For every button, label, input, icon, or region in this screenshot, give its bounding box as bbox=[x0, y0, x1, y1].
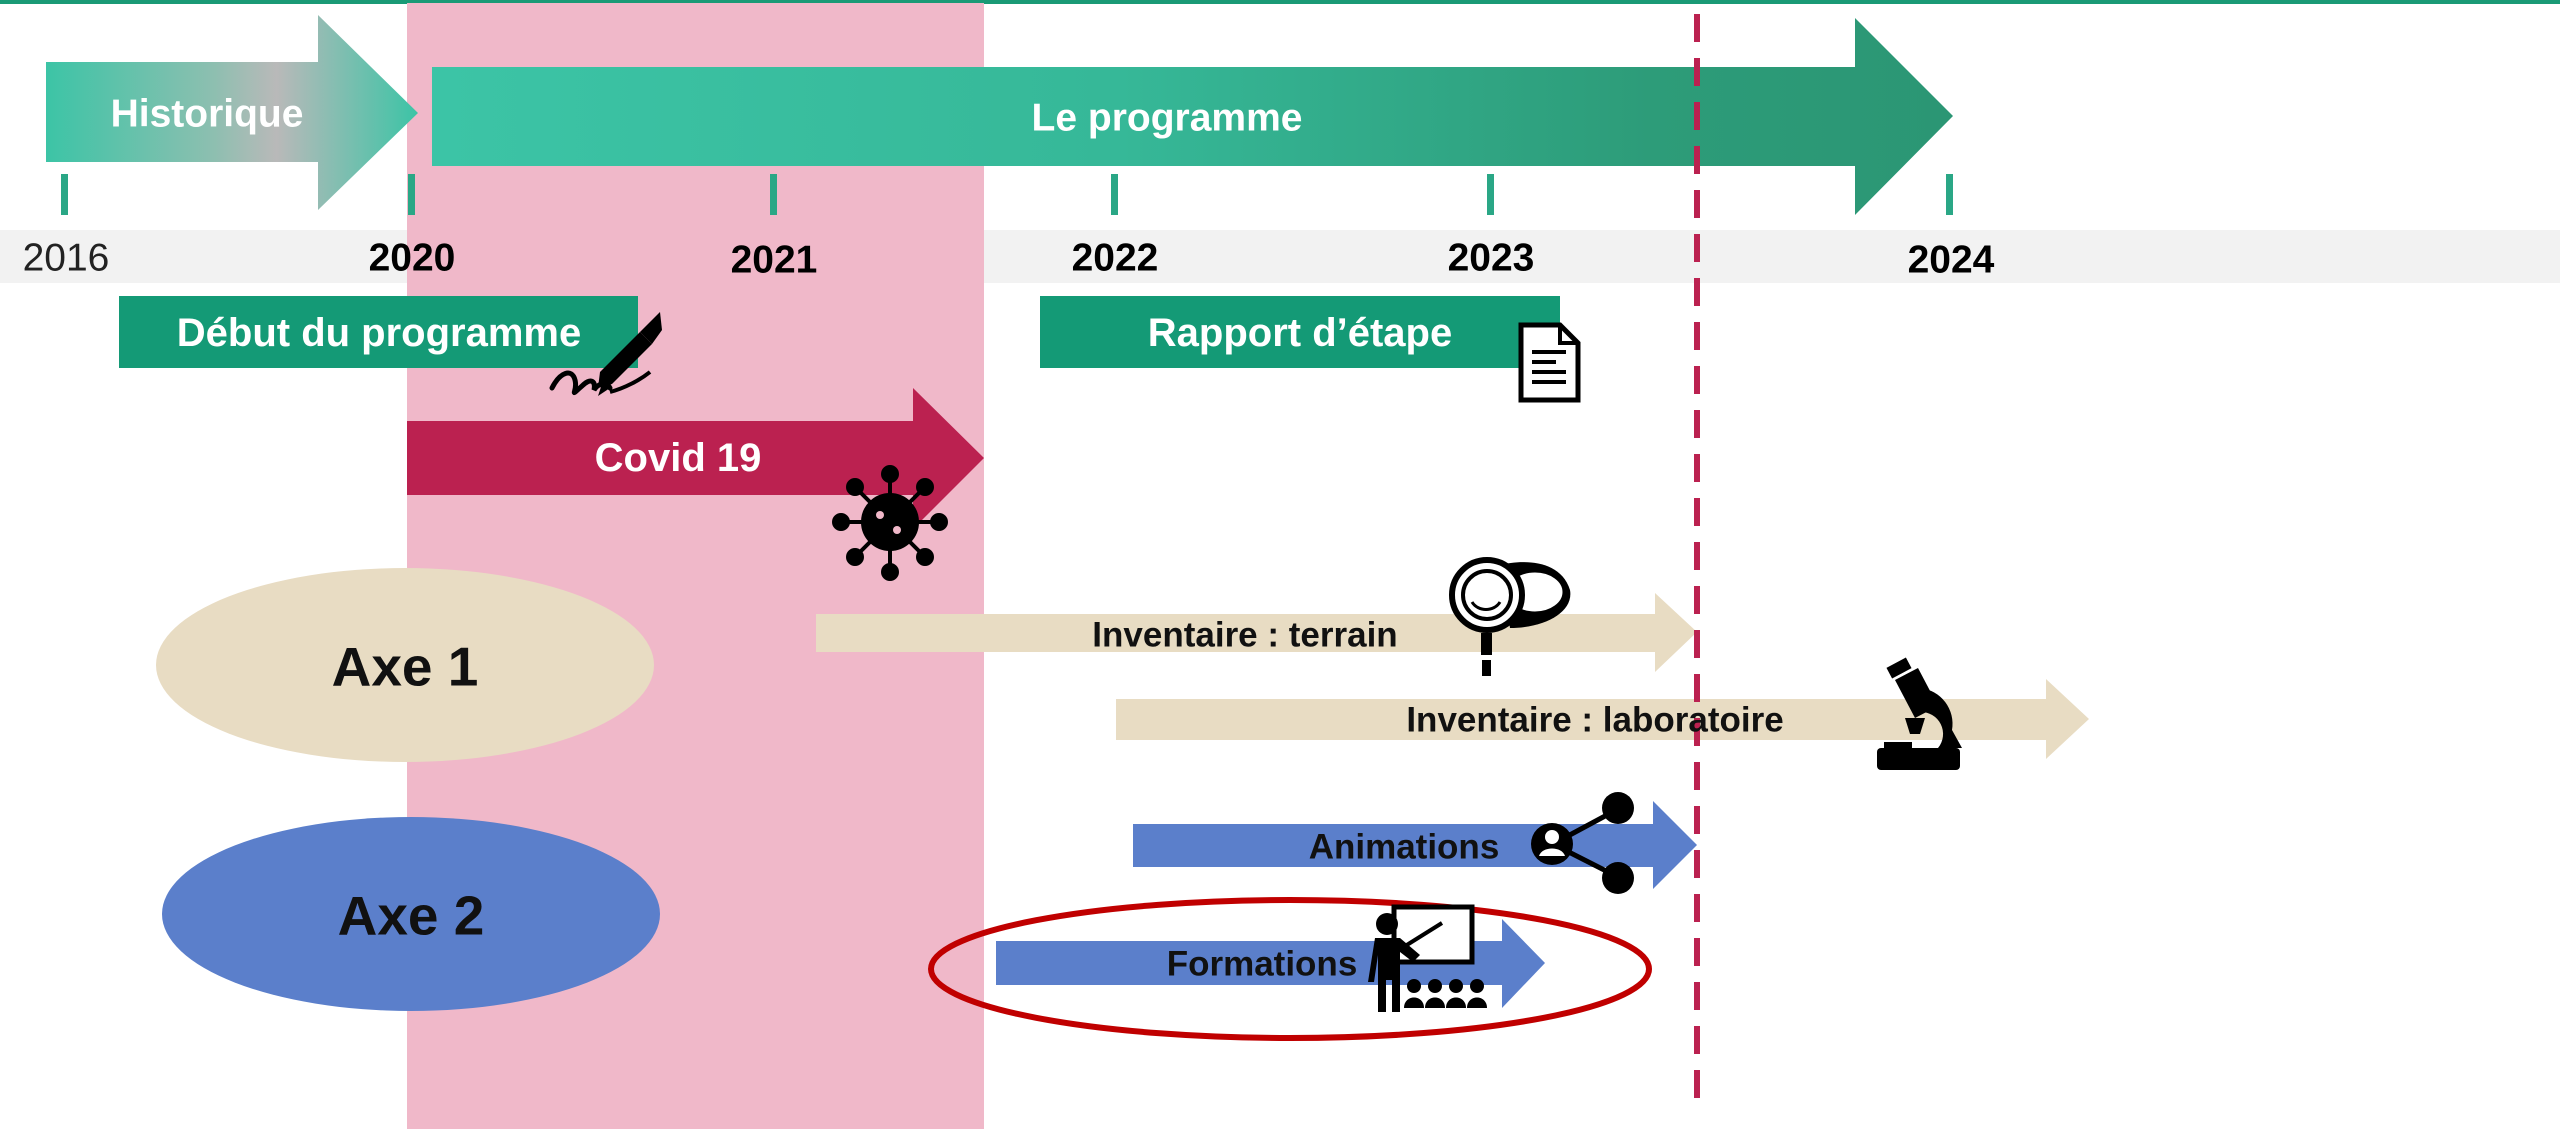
axe2-label: Axe 2 bbox=[337, 884, 485, 947]
network-people-icon bbox=[1531, 792, 1634, 894]
tick-2024 bbox=[1946, 174, 1953, 215]
document-icon bbox=[1518, 322, 1581, 403]
formations-highlight bbox=[928, 897, 1652, 1041]
formations-label: Formations bbox=[1166, 944, 1358, 984]
rapport-label: Rapport d’étape bbox=[1147, 311, 1453, 355]
year-ticks bbox=[61, 174, 1953, 215]
animations-label: Animations bbox=[1308, 827, 1500, 867]
tick-2023 bbox=[1487, 174, 1494, 215]
year-2021: 2021 bbox=[730, 238, 818, 282]
year-2023: 2023 bbox=[1447, 236, 1535, 280]
year-band-covid-part bbox=[407, 230, 984, 283]
inventaire-laboratoire-label: Inventaire : laboratoire bbox=[1406, 700, 1784, 740]
year-2020: 2020 bbox=[368, 236, 456, 280]
inventaire-laboratoire-arrow bbox=[1116, 679, 2089, 759]
tick-2021 bbox=[770, 174, 777, 215]
animations-arrow bbox=[1133, 801, 1697, 889]
tick-2022 bbox=[1111, 174, 1118, 215]
microscope-icon bbox=[1877, 657, 1962, 770]
axe1-label: Axe 1 bbox=[331, 635, 479, 698]
signature-pen-icon bbox=[549, 312, 662, 396]
inventaire-terrain-arrow bbox=[816, 593, 1697, 672]
historique-arrow bbox=[46, 15, 418, 210]
year-2024: 2024 bbox=[1907, 238, 1995, 282]
inventaire-terrain-label: Inventaire : terrain bbox=[1092, 615, 1398, 655]
tick-2016 bbox=[61, 174, 68, 215]
programme-label: Le programme bbox=[1031, 96, 1303, 140]
tick-2020 bbox=[408, 174, 415, 215]
year-2016: 2016 bbox=[22, 236, 110, 280]
programme-arrow bbox=[432, 18, 1953, 215]
virus-icon bbox=[832, 465, 948, 581]
year-2022: 2022 bbox=[1071, 236, 1159, 280]
historique-label: Historique bbox=[110, 92, 304, 136]
axe1-ellipse bbox=[156, 568, 654, 762]
axe2-ellipse bbox=[162, 817, 660, 1011]
top-border bbox=[0, 0, 2560, 4]
covid-arrow bbox=[407, 388, 984, 529]
rapport-box bbox=[1040, 296, 1560, 368]
covid-label: Covid 19 bbox=[594, 436, 762, 480]
teacher-class-icon bbox=[1368, 904, 1487, 1012]
debut-box bbox=[119, 296, 638, 368]
magnifier-icon bbox=[1449, 557, 1571, 676]
debut-label: Début du programme bbox=[176, 311, 582, 355]
